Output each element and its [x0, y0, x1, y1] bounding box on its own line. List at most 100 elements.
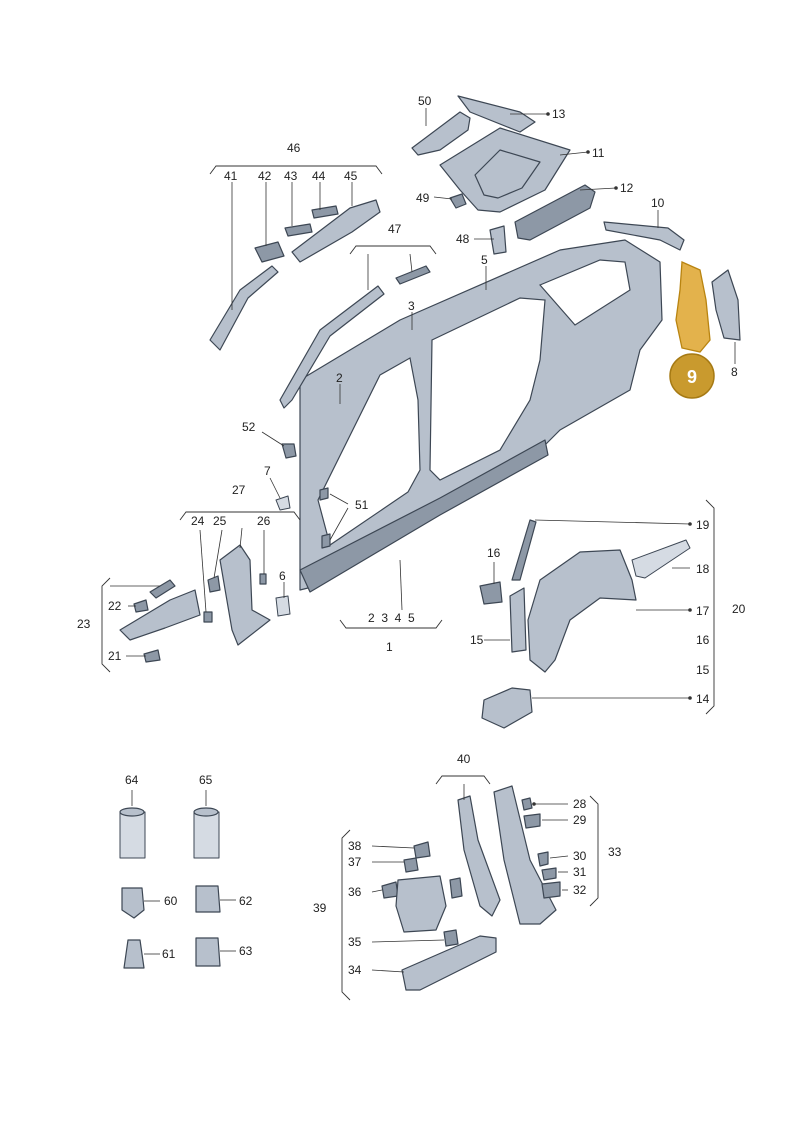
label-19[interactable]: 19: [696, 518, 710, 532]
part-22[interactable]: [133, 599, 149, 613]
label-50[interactable]: 50: [418, 94, 432, 108]
label-15b[interactable]: 15: [696, 663, 710, 677]
label-38[interactable]: 38: [348, 839, 362, 853]
label-43[interactable]: 43: [284, 169, 298, 183]
label-3[interactable]: 3: [408, 299, 415, 313]
part-39-bracket[interactable]: [395, 875, 447, 933]
part-40-small[interactable]: [449, 877, 463, 899]
label-62[interactable]: 62: [239, 894, 253, 908]
part-37[interactable]: [403, 857, 419, 873]
part-25-26[interactable]: [219, 544, 271, 646]
part-15[interactable]: [509, 587, 527, 653]
label-25[interactable]: 25: [213, 514, 227, 528]
part-44[interactable]: [311, 205, 339, 219]
part-16[interactable]: [479, 581, 503, 605]
part-25-small[interactable]: [207, 575, 221, 593]
label-63[interactable]: 63: [239, 944, 253, 958]
label-12[interactable]: 12: [620, 181, 634, 195]
label-23[interactable]: 23: [77, 617, 91, 631]
label-15[interactable]: 15: [470, 633, 484, 647]
part-10[interactable]: [603, 221, 685, 251]
part-45[interactable]: [291, 199, 381, 263]
part-18[interactable]: [631, 539, 691, 579]
part-21[interactable]: [143, 649, 161, 663]
label-32[interactable]: 32: [573, 883, 587, 897]
label-39[interactable]: 39: [313, 901, 327, 915]
part-40-pillar[interactable]: [457, 795, 501, 917]
part-47[interactable]: [279, 285, 385, 409]
part-23[interactable]: [119, 589, 201, 641]
label-5[interactable]: 5: [481, 253, 488, 267]
label-27[interactable]: 27: [232, 483, 246, 497]
label-1[interactable]: 1: [386, 640, 393, 654]
part-32[interactable]: [541, 881, 561, 899]
part-43[interactable]: [284, 223, 313, 237]
label-14[interactable]: 14: [696, 692, 710, 706]
highlight-badge[interactable]: [669, 353, 715, 399]
part-51a[interactable]: [319, 487, 329, 501]
label-26[interactable]: 26: [257, 514, 271, 528]
part-52[interactable]: [281, 443, 297, 459]
part-24[interactable]: [203, 611, 213, 623]
part-8[interactable]: [711, 269, 741, 341]
label-17[interactable]: 17: [696, 604, 710, 618]
label-33[interactable]: 33: [608, 845, 622, 859]
part-19[interactable]: [511, 519, 537, 581]
part-48[interactable]: [489, 225, 507, 255]
label-49[interactable]: 49: [416, 191, 430, 205]
label-46[interactable]: 46: [287, 141, 301, 155]
label-29[interactable]: 29: [573, 813, 587, 827]
part-62[interactable]: [195, 885, 221, 913]
part-42[interactable]: [254, 241, 285, 263]
label-40[interactable]: 40: [457, 752, 471, 766]
label-34[interactable]: 34: [348, 963, 362, 977]
part-38[interactable]: [413, 841, 431, 859]
part-9[interactable]: [675, 261, 711, 353]
label-16[interactable]: 16: [487, 546, 501, 560]
label-42[interactable]: 42: [258, 169, 272, 183]
part-34[interactable]: [401, 935, 497, 991]
label-31[interactable]: 31: [573, 865, 587, 879]
part-60[interactable]: [121, 887, 145, 919]
label-7[interactable]: 7: [264, 464, 271, 478]
label-61[interactable]: 61: [162, 947, 176, 961]
label-52[interactable]: 52: [242, 420, 256, 434]
part-11[interactable]: [439, 127, 571, 213]
part-7[interactable]: [275, 495, 291, 511]
label-11[interactable]: 11: [592, 146, 605, 160]
part-50[interactable]: [411, 111, 471, 156]
label-22[interactable]: 22: [108, 599, 122, 613]
label-44[interactable]: 44: [312, 169, 326, 183]
label-36[interactable]: 36: [348, 885, 362, 899]
part-12[interactable]: [514, 184, 596, 241]
label-37[interactable]: 37: [348, 855, 362, 869]
label-2[interactable]: 2: [336, 371, 343, 385]
label-47[interactable]: 47: [388, 222, 402, 236]
label-48[interactable]: 48: [456, 232, 470, 246]
label-10[interactable]: 10: [651, 196, 665, 210]
label-64[interactable]: 64: [125, 773, 139, 787]
part-17-wheel-arch[interactable]: [527, 549, 637, 673]
part-41[interactable]: [209, 265, 279, 351]
part-63[interactable]: [195, 937, 221, 967]
label-13[interactable]: 13: [552, 107, 566, 121]
part-36[interactable]: [381, 881, 399, 899]
label-1-group[interactable]: 2 3 4 5: [368, 611, 415, 625]
part-35[interactable]: [443, 929, 459, 947]
label-8[interactable]: 8: [731, 365, 738, 379]
label-16b[interactable]: 16: [696, 633, 710, 647]
part-23-top[interactable]: [149, 579, 176, 599]
part-33-pillar[interactable]: [493, 785, 557, 925]
label-35[interactable]: 35: [348, 935, 362, 949]
label-6[interactable]: 6: [279, 569, 286, 583]
label-65[interactable]: 65: [199, 773, 213, 787]
part-61[interactable]: [123, 939, 145, 969]
part-14[interactable]: [481, 687, 533, 729]
label-51[interactable]: 51: [355, 498, 369, 512]
label-30[interactable]: 30: [573, 849, 587, 863]
label-24[interactable]: 24: [191, 514, 205, 528]
part-30[interactable]: [537, 851, 549, 867]
part-49[interactable]: [449, 193, 467, 209]
label-45[interactable]: 45: [344, 169, 358, 183]
label-41[interactable]: 41: [224, 169, 238, 183]
